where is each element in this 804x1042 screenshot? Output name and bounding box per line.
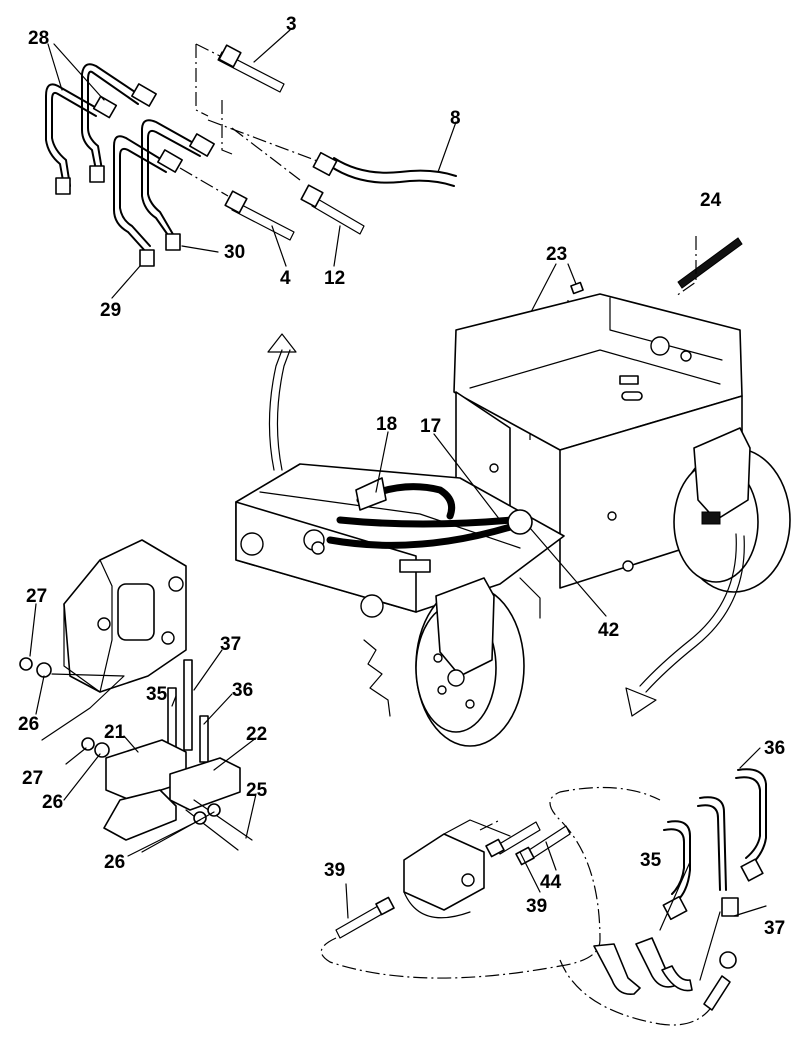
callout-8: 8 — [450, 108, 461, 129]
callout-37-hose: 37 — [764, 918, 785, 939]
callout-26-top: 26 — [18, 714, 39, 735]
callout-25: 25 — [246, 780, 268, 801]
callout-36-hose: 36 — [764, 738, 785, 759]
callout-28: 28 — [28, 28, 49, 49]
tube-assembly-top-left — [45, 29, 457, 299]
hose-routing-detail — [320, 747, 767, 1026]
callout-29: 29 — [100, 300, 121, 321]
callout-4: 4 — [280, 268, 291, 289]
callout-37-clamp: 37 — [220, 634, 241, 655]
callout-24: 24 — [700, 190, 722, 211]
callout-21: 21 — [104, 722, 126, 743]
callout-18: 18 — [376, 414, 397, 435]
callout-44: 44 — [540, 872, 562, 893]
callout-23: 23 — [546, 244, 567, 265]
callout-35-clamp: 35 — [146, 684, 168, 705]
callout-3: 3 — [286, 14, 297, 35]
callout-36-clamp: 36 — [232, 680, 253, 701]
callout-17: 17 — [420, 416, 441, 437]
callout-30: 30 — [224, 242, 245, 263]
callout-12: 12 — [324, 268, 345, 289]
callout-35-hose: 35 — [640, 850, 662, 871]
callout-39-right: 39 — [526, 896, 547, 917]
callout-39-left: 39 — [324, 860, 345, 881]
callout-42: 42 — [598, 620, 619, 641]
callout-27-top: 27 — [26, 586, 47, 607]
callout-labels: 3 8 28 30 4 12 29 24 23 18 17 42 27 26 3… — [18, 14, 785, 939]
clamp-assembly — [19, 539, 257, 857]
roller-machine-frame — [235, 293, 791, 747]
callout-26-bottom: 26 — [104, 852, 125, 873]
callout-22: 22 — [246, 724, 267, 745]
callout-27-mid: 27 — [22, 768, 43, 789]
callout-26-mid: 26 — [42, 792, 63, 813]
